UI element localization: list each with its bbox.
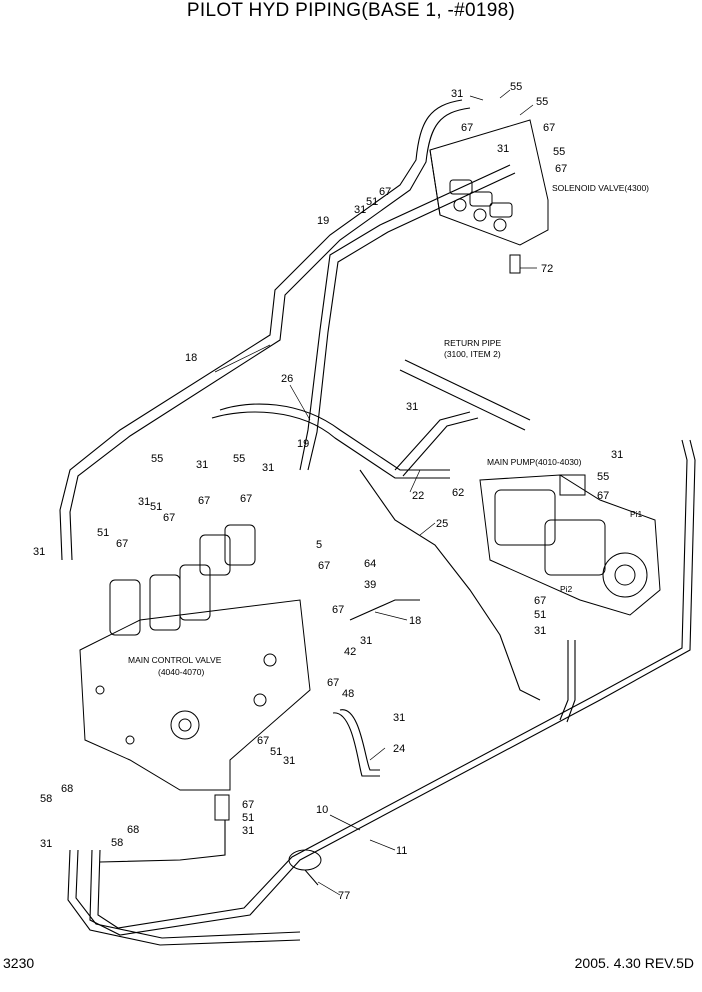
callout: 67 bbox=[163, 512, 175, 524]
callout: 55 bbox=[510, 81, 522, 93]
callout: 51 bbox=[534, 609, 546, 621]
callout: 67 bbox=[242, 799, 254, 811]
callout: 51 bbox=[270, 746, 282, 758]
callouts: 31 55 55 67 67 31 55 67 67 51 31 19 72 1… bbox=[33, 81, 623, 902]
callout: 31 bbox=[354, 204, 366, 216]
solenoid-valve bbox=[429, 119, 549, 274]
callout: 51 bbox=[366, 196, 378, 208]
leader-lines bbox=[214, 89, 537, 896]
callout: 22 bbox=[412, 490, 424, 502]
callout: 48 bbox=[342, 688, 354, 700]
callout: 31 bbox=[33, 546, 45, 558]
callout: 31 bbox=[283, 755, 295, 767]
caption-return-pipe-ref: (3100, ITEM 2) bbox=[444, 349, 501, 359]
callout: 31 bbox=[534, 625, 546, 637]
callout: 67 bbox=[116, 538, 128, 550]
callout: 67 bbox=[318, 560, 330, 572]
callout: 58 bbox=[40, 793, 52, 805]
page-number: 3230 bbox=[3, 955, 35, 971]
callout: 31 bbox=[262, 462, 274, 474]
caption-solenoid-valve: SOLENOID VALVE(4300) bbox=[552, 183, 649, 193]
callout: 72 bbox=[541, 263, 553, 275]
callout: 67 bbox=[327, 677, 339, 689]
callout: 67 bbox=[257, 735, 269, 747]
callout: 77 bbox=[338, 890, 350, 902]
callout: 55 bbox=[597, 471, 609, 483]
main-control-valve bbox=[79, 524, 311, 821]
callout: 5 bbox=[316, 539, 322, 551]
main-pump bbox=[479, 474, 661, 616]
callout: 67 bbox=[198, 495, 210, 507]
callout: 24 bbox=[393, 743, 405, 755]
callout: 39 bbox=[364, 579, 376, 591]
caption-main-control-valve-ref: (4040-4070) bbox=[158, 667, 204, 677]
revision-date: 2005. 4.30 REV.5D bbox=[574, 955, 694, 971]
hose-clamp bbox=[288, 849, 322, 886]
callout: 31 bbox=[406, 401, 418, 413]
callout: 31 bbox=[196, 459, 208, 471]
callout: 55 bbox=[536, 96, 548, 108]
callout: 10 bbox=[316, 804, 328, 816]
caption-main-pump: MAIN PUMP(4010-4030) bbox=[487, 457, 582, 467]
callout: 18 bbox=[185, 352, 197, 364]
callout: 42 bbox=[344, 646, 356, 658]
callout: 31 bbox=[40, 838, 52, 850]
callout: 55 bbox=[553, 146, 565, 158]
callout: 64 bbox=[364, 558, 376, 570]
port-pi1: Pi1 bbox=[630, 509, 643, 519]
callout: 51 bbox=[242, 812, 254, 824]
callout: 11 bbox=[396, 845, 407, 857]
caption-main-control-valve: MAIN CONTROL VALVE bbox=[128, 655, 222, 665]
port-pi2: Pi2 bbox=[560, 584, 573, 594]
callout: 26 bbox=[281, 373, 293, 385]
callout: 19 bbox=[297, 438, 309, 450]
callout: 67 bbox=[461, 122, 473, 134]
callout: 31 bbox=[393, 712, 405, 724]
callout: 67 bbox=[379, 186, 391, 198]
callout: 25 bbox=[436, 518, 448, 530]
callout: 67 bbox=[543, 122, 555, 134]
callout: 31 bbox=[360, 635, 372, 647]
callout: 31 bbox=[138, 496, 150, 508]
callout: 67 bbox=[332, 604, 344, 616]
callout: 55 bbox=[233, 453, 245, 465]
callout: 31 bbox=[611, 449, 623, 461]
callout: 68 bbox=[127, 824, 139, 836]
callout: 67 bbox=[597, 490, 609, 502]
callout: 51 bbox=[97, 527, 109, 539]
callout: 68 bbox=[61, 783, 73, 795]
callout: 67 bbox=[240, 493, 252, 505]
callout: 67 bbox=[534, 595, 546, 607]
caption-return-pipe: RETURN PIPE bbox=[444, 338, 501, 348]
callout: 58 bbox=[111, 837, 123, 849]
callout: 62 bbox=[452, 487, 464, 499]
page-title: PILOT HYD PIPING(BASE 1, -#0198) bbox=[186, 0, 516, 21]
callout: 55 bbox=[151, 453, 163, 465]
callout: 31 bbox=[497, 143, 509, 155]
callout: 18 bbox=[409, 615, 421, 627]
callout: 51 bbox=[150, 501, 162, 513]
callout: 19 bbox=[317, 215, 329, 227]
callout: 67 bbox=[555, 163, 567, 175]
callout: 31 bbox=[242, 825, 254, 837]
callout: 31 bbox=[451, 88, 463, 100]
hose-lines bbox=[59, 99, 696, 946]
